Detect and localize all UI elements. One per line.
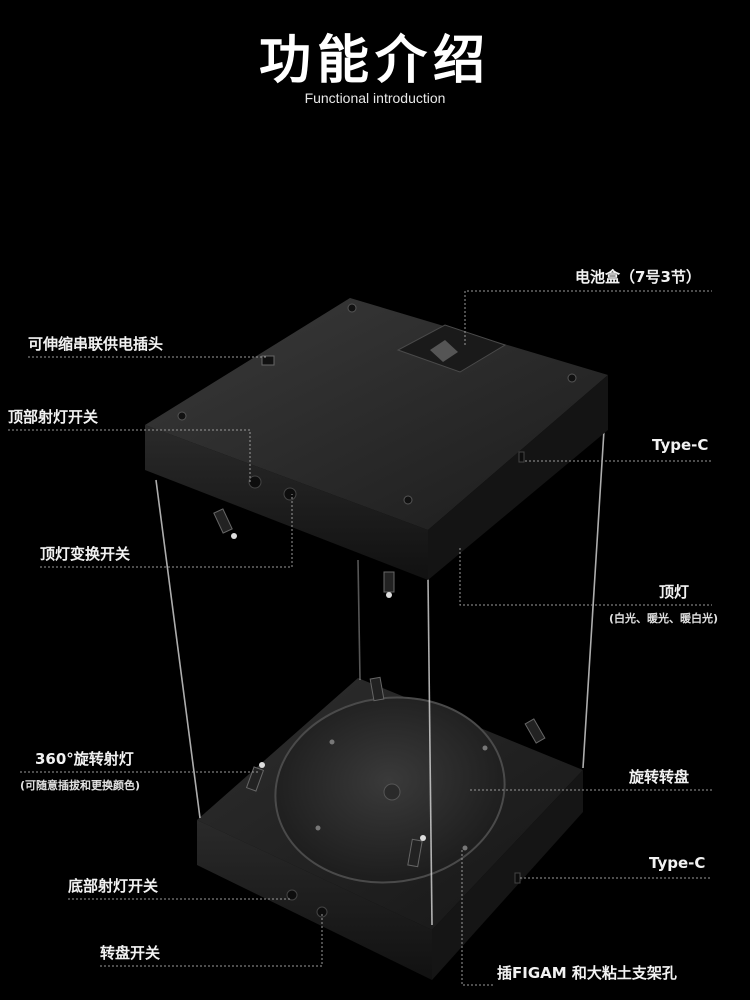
callout-figure-stand-hole: 插FIGAM 和大粘土支架孔 <box>497 964 677 982</box>
spotlight-icon[interactable] <box>245 766 265 792</box>
battery-box-latch-icon <box>430 340 458 362</box>
screw-icon <box>567 373 577 383</box>
callout-top-spotlight-switch: 顶部射灯开关 <box>8 408 99 426</box>
callout-top-light-note: (白光、暖光、暖白光) <box>609 612 719 625</box>
top-spotlight-switch-button[interactable] <box>248 475 262 489</box>
callout-spotlight-360: 360°旋转射灯 <box>35 750 134 768</box>
type-c-port-bottom[interactable] <box>514 872 521 884</box>
turntable-switch-button[interactable] <box>316 906 328 918</box>
spotlight-icon[interactable] <box>213 508 233 534</box>
base-unit <box>197 676 583 980</box>
lid-front-face <box>145 425 428 580</box>
screw-icon <box>177 411 187 421</box>
callout-top-light: 顶灯 <box>659 583 690 601</box>
type-c-port-top[interactable] <box>518 451 525 463</box>
stand-hole[interactable] <box>329 739 335 745</box>
base-front-face <box>197 820 432 980</box>
callout-battery-box: 电池盒（7号3节） <box>575 268 701 286</box>
spotlight-lens <box>231 533 237 539</box>
stand-hole[interactable] <box>462 845 468 851</box>
page-title: 功能介绍 <box>258 31 491 91</box>
leader-lines <box>8 290 712 986</box>
spotlight-icon[interactable] <box>524 718 546 744</box>
callout-spotlight-360-note: (可随意插拔和更换颜色) <box>20 779 141 792</box>
spotlight-lens <box>386 592 392 598</box>
acrylic-case-edges <box>155 429 605 926</box>
lid-top-surface <box>145 298 608 530</box>
stand-hole[interactable] <box>315 825 321 831</box>
screw-icon <box>347 303 357 313</box>
bottom-spotlight-switch-button[interactable] <box>286 889 298 901</box>
lid-right-face <box>428 375 608 580</box>
base-right-face <box>432 770 583 980</box>
spotlight-icon[interactable] <box>407 838 423 868</box>
top-light-mode-switch-button[interactable] <box>283 487 297 501</box>
callout-extendable-plug: 可伸缩串联供电插头 <box>28 335 164 353</box>
callout-type-c-bottom: Type-C <box>649 854 706 872</box>
turntable-center-hub <box>383 783 401 801</box>
callout-turntable-switch: 转盘开关 <box>100 944 161 962</box>
spotlight-lens <box>420 835 426 841</box>
screw-icon <box>403 495 413 505</box>
page-subtitle: Functional introduction <box>304 90 446 106</box>
spotlight-lens <box>259 762 265 768</box>
extendable-plug-port[interactable] <box>261 355 275 366</box>
callout-bottom-spotlight-switch: 底部射灯开关 <box>68 877 159 895</box>
callout-top-light-mode-switch: 顶灯变换开关 <box>40 545 131 563</box>
spotlight-icon[interactable] <box>369 676 385 702</box>
stand-hole[interactable] <box>482 745 488 751</box>
callout-turntable: 旋转转盘 <box>629 768 690 786</box>
top-lid <box>145 298 608 598</box>
spotlight-icon[interactable] <box>383 571 395 593</box>
callout-type-c-top: Type-C <box>652 436 709 454</box>
